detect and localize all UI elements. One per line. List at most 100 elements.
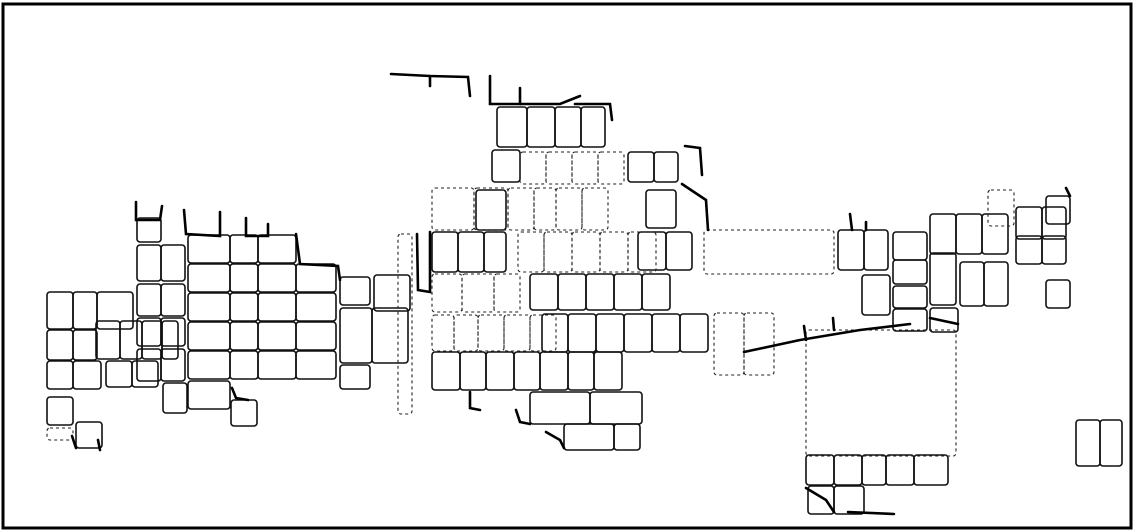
stone-block [187, 350, 231, 380]
stone-block [373, 274, 411, 312]
stone-block [1045, 279, 1071, 309]
stone-block [1045, 195, 1071, 225]
wall-line [514, 408, 532, 426]
dashed-block [473, 187, 509, 231]
stone-block [136, 244, 162, 282]
stone-block [557, 273, 587, 311]
stone-block [187, 292, 231, 322]
stone-block [257, 234, 297, 264]
stone-block [539, 351, 569, 391]
stone-block [141, 320, 163, 360]
stone-block [955, 213, 983, 255]
stone-block [861, 454, 887, 486]
stone-block [257, 321, 297, 351]
stone-block [595, 313, 625, 353]
dashed-block [431, 314, 455, 352]
wall-line [182, 208, 222, 238]
stone-block [485, 351, 515, 391]
stone-block [46, 291, 74, 330]
stone-block [295, 292, 337, 322]
stone-block [585, 273, 615, 311]
stone-blocks [46, 106, 1123, 515]
dashed-block [743, 312, 775, 376]
stone-block [475, 189, 507, 231]
stone-block [1075, 419, 1101, 467]
wall-line [488, 74, 522, 106]
dashed-block [431, 187, 475, 231]
stone-block [229, 234, 259, 264]
stone-block [641, 273, 671, 311]
dashed-block [519, 151, 547, 185]
stone-block [513, 351, 541, 391]
stone-block [1015, 206, 1043, 240]
stone-block [929, 213, 957, 255]
dashed-block [46, 427, 74, 441]
dashed-block [555, 187, 583, 231]
stone-block [627, 151, 655, 183]
stone-block [339, 307, 373, 364]
stone-block [885, 454, 915, 486]
dashed-block [397, 233, 413, 415]
stone-block [295, 350, 337, 380]
stone-block [1099, 419, 1123, 467]
wall-line [831, 316, 836, 332]
wall-lines [70, 72, 1072, 516]
stone-block [160, 348, 186, 382]
stone-block [589, 391, 643, 425]
dashed-block [477, 314, 505, 352]
stone-block [230, 399, 258, 427]
stone-block [1041, 206, 1067, 240]
stone-block [187, 263, 231, 293]
dashed-block [805, 329, 957, 457]
stone-block [162, 382, 188, 414]
stone-block [833, 454, 863, 486]
stone-block [72, 291, 98, 330]
stone-block [339, 364, 371, 390]
stone-block [371, 307, 409, 364]
stone-block [929, 307, 959, 333]
stone-block [665, 231, 693, 271]
stone-block [637, 231, 667, 271]
stone-block [295, 321, 337, 351]
wall-line [244, 216, 270, 238]
dashed-block [713, 312, 745, 376]
stone-block [892, 259, 928, 285]
stone-block [491, 149, 521, 183]
stone-block [459, 351, 487, 391]
stone-block [651, 313, 681, 353]
dashed-outlines [46, 151, 1015, 457]
stone-block [95, 320, 121, 360]
stone-block [1041, 235, 1067, 265]
dashed-block [581, 187, 609, 231]
stone-block [136, 217, 162, 243]
wall-line [134, 200, 164, 222]
stone-block [892, 231, 928, 261]
wall-line [415, 230, 432, 294]
stone-block [46, 396, 74, 426]
wall-line [230, 386, 250, 402]
stone-block [863, 229, 889, 271]
dashed-block [545, 151, 573, 185]
wall-line [389, 72, 472, 98]
dashed-block [493, 273, 521, 313]
wall-line [573, 102, 614, 122]
stone-block [613, 273, 643, 311]
dashed-block [987, 189, 1015, 227]
stone-block [187, 321, 231, 351]
stone-block [431, 231, 459, 273]
wall-line [468, 390, 482, 412]
stone-block [554, 106, 582, 148]
dashed-block [571, 151, 599, 185]
wall-line [70, 434, 78, 450]
stone-block [75, 421, 103, 449]
wall-line [804, 486, 836, 514]
dashed-block [543, 231, 573, 273]
wall-line [848, 212, 854, 232]
stone-block [837, 229, 865, 271]
stone-block [46, 329, 74, 361]
stone-block [541, 313, 569, 353]
stone-block [483, 231, 507, 273]
stone-block [72, 360, 102, 390]
stone-block [892, 308, 928, 332]
stone-block [229, 263, 259, 293]
